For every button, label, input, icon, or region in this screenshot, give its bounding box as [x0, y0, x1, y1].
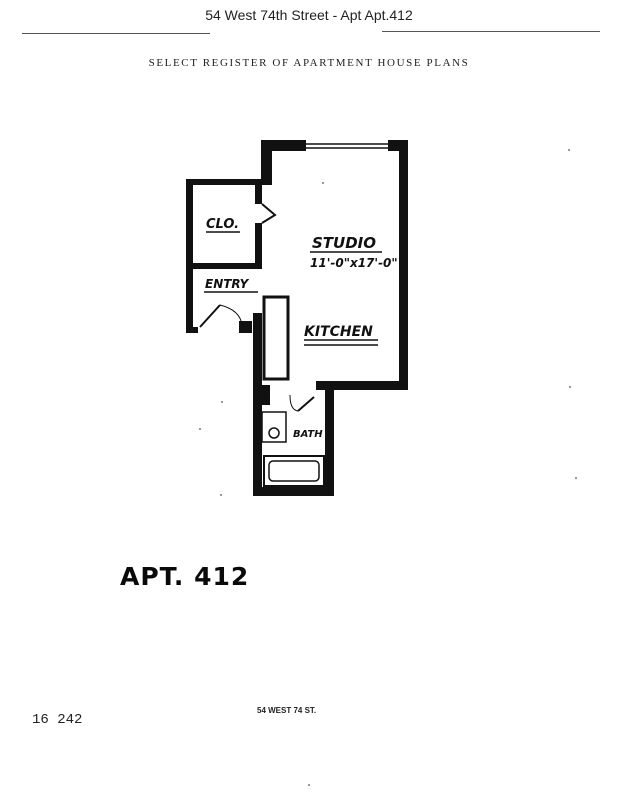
scan-speck: [308, 784, 310, 786]
scan-speck: [568, 149, 570, 151]
page-title: 54 West 74th Street - Apt Apt.412: [205, 7, 413, 23]
floor-plan: CLO. STUDIO 11'-0"x17'-0" ENTRY KITCHEN …: [186, 140, 408, 496]
studio-label: STUDIO: [312, 234, 376, 252]
scan-speck: [220, 494, 222, 496]
page-code: 16 242: [32, 712, 83, 728]
entry-label: ENTRY: [205, 277, 250, 291]
footer-address: 54 WEST 74 ST.: [257, 706, 317, 715]
register-title: SELECT REGISTER OF APARTMENT HOUSE PLANS: [148, 57, 470, 69]
apartment-number: APT. 412: [120, 562, 250, 591]
scan-speck: [575, 477, 577, 479]
closet-label: CLO.: [206, 217, 239, 232]
scan-speck: [322, 182, 324, 184]
studio-dimensions: 11'-0"x17'-0": [310, 256, 398, 270]
scan-speck: [199, 428, 201, 430]
header-divider-left: [22, 33, 210, 34]
bath-label: BATH: [293, 429, 323, 440]
scan-speck: [221, 401, 223, 403]
kitchen-label: KITCHEN: [304, 324, 373, 340]
scan-speck: [569, 386, 571, 388]
header-divider-right: [382, 31, 600, 32]
